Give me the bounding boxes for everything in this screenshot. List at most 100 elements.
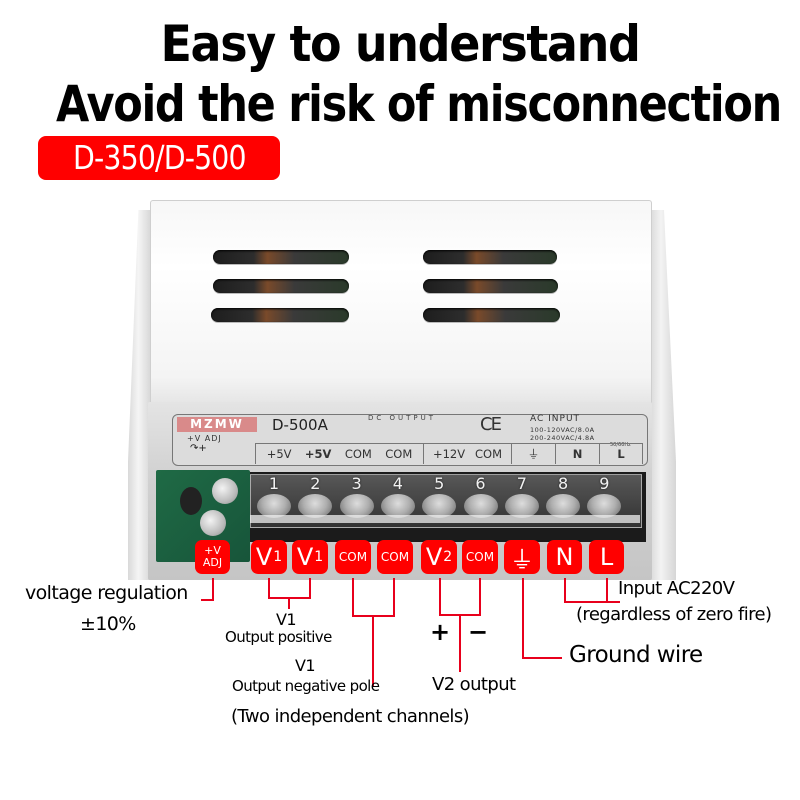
v2-output-label: V2 output [432,674,516,695]
badge-text: COM [380,550,410,564]
terminal-label-ground: ⏚ [511,444,555,464]
terminal-screw [380,494,415,518]
headline-line-1: Easy to understand [160,15,640,73]
badge-n: N [547,540,582,574]
voltage-regulation-label: voltage regulation [25,582,188,604]
badge-subscript: 1 [314,549,324,565]
connector-line [201,599,214,601]
capacitor [212,478,238,504]
vent-slot [211,308,349,322]
terminal-screw [546,494,581,518]
terminal-label-row: +5V +5V COM COM +12V COM ⏚ N L [255,443,643,464]
connector-line [352,578,354,616]
terminal-label: COM [344,447,372,461]
badge-text: V [425,543,443,571]
vent-slot [213,279,349,293]
headline-line-2: Avoid the risk of misconnection [56,75,782,133]
v1-negative-desc: Output negative pole [232,677,380,695]
model-badge: D-350/D-500 [38,136,280,180]
input-ac-note: (regardless of zero fire) [576,604,772,625]
ce-mark-icon: CE [480,414,502,435]
potentiometer [180,487,202,515]
ground-icon: ⏚ [527,447,540,461]
connector-line [393,578,395,616]
capacitor [200,510,226,536]
terminal-screw [587,494,622,518]
terminal-label: +12V [432,447,466,461]
model-number: D-500A [272,416,328,434]
connector-line [288,597,290,609]
terminal-number: 4 [392,474,403,493]
v2-minus-sign: − [468,618,488,646]
connector-line [522,578,524,658]
terminal-label-group-12v: +12V COM [423,444,511,464]
badge-text: L [599,543,614,571]
badge-ground: ⏚ [504,540,540,574]
dc-output-label: DC OUTPUT [368,414,437,422]
connector-line [212,578,214,600]
v1-positive-title: V1 [276,610,297,629]
vent-slot [423,308,560,322]
terminal-number: 3 [351,474,362,493]
connector-line [309,578,311,598]
terminal-label: +5V [266,447,292,461]
vent-slot [423,279,558,293]
terminal-number: 5 [434,474,445,493]
badge-text: V [296,543,314,571]
badge-text: N [555,543,574,571]
badge-l: L [589,540,624,574]
vent-slot [423,250,557,264]
badge-text: ADJ [202,556,223,569]
badge-com-2: COM [377,540,413,574]
connector-line [606,578,608,602]
two-channels-note: (Two independent channels) [231,706,470,727]
ac-input-line-2: 200-240VAC/4.8A [530,434,595,442]
badge-text: COM [338,550,368,564]
terminal-screw [257,494,291,518]
connector-line [564,601,620,603]
terminal-screw [298,494,333,518]
v1-positive-desc: Output positive [225,628,332,646]
terminal-label: L [617,447,625,461]
terminal-label-l: L [599,444,643,464]
terminal-label: COM [385,447,413,461]
terminal-number: 1 [268,474,280,493]
terminal-label-group-5v: +5V +5V COM COM [255,444,423,464]
terminal-label: COM [475,447,503,461]
badge-com-1: COM [335,540,371,574]
v2-plus-sign: + [430,618,450,646]
badge-text: V [255,543,273,571]
connector-line [479,578,481,615]
badge-subscript: 1 [273,549,283,565]
terminal-cover-ridge [250,515,640,523]
ac-input-line-1: 100-120VAC/8.0A [530,426,595,434]
terminal-number: 2 [310,474,321,493]
terminal-screw [422,494,457,518]
terminal-number: 7 [516,474,527,493]
connector-line [372,615,374,687]
brand-logo: MZMW [177,417,257,432]
connector-line [522,657,562,659]
terminal-number: 6 [475,474,486,493]
terminal-label-n: N [555,444,599,464]
terminal-label: N [572,447,583,461]
terminal-number: 9 [599,474,610,493]
model-badge-text: D-350/D-500 [72,138,246,177]
ground-wire-label: Ground wire [569,642,703,668]
connector-line [459,614,461,672]
ac-input-frequency: 50/60Hz [610,442,631,448]
connector-line [268,578,270,598]
rotate-arrow-icon: ↷+ [190,443,207,454]
badge-vadj: +V ADJ [195,540,230,574]
connector-line [564,578,566,602]
badge-text: COM [465,550,495,564]
v1-negative-title: V1 [295,656,316,675]
terminal-screw [504,494,539,518]
terminal-screw [463,494,498,518]
vadj-label: +V ADJ [187,434,222,443]
connector-line [439,578,441,615]
input-ac-label: Input AC220V [618,578,735,599]
